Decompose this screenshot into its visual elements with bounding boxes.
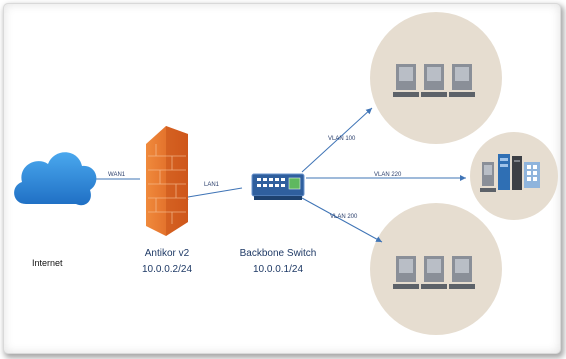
vlan-bottom-computers-icon [393, 256, 475, 289]
firewall-icon [146, 126, 188, 236]
firewall-name: Antikor v2 [144, 248, 190, 259]
backbone-switch-icon [251, 173, 305, 200]
vlan-top-label: VLAN 100 [328, 136, 356, 142]
firewall-ip: 10.0.0.2/24 [141, 264, 193, 275]
diagram-frame: Internet WAN1 LAN1 Antikor v2 10.0.0.2/2… [4, 4, 560, 353]
switch-ip: 10.0.0.1/24 [252, 264, 304, 275]
vlan-middle-label: VLAN 220 [374, 172, 402, 178]
network-diagram [14, 12, 558, 335]
switch-name: Backbone Switch [239, 248, 317, 259]
internet-label: Internet [32, 258, 63, 268]
internet-cloud-icon [14, 152, 97, 206]
vlan-top-link [301, 107, 373, 173]
lan-label: LAN1 [204, 182, 220, 188]
wan-label: WAN1 [108, 172, 126, 178]
vlan-top-computers-icon [393, 64, 475, 97]
lan-link [181, 187, 243, 200]
vlan-middle-servers-icon [480, 154, 540, 192]
vlan-bottom-label: VLAN 200 [330, 214, 358, 220]
vlan-bottom-link [301, 197, 383, 243]
